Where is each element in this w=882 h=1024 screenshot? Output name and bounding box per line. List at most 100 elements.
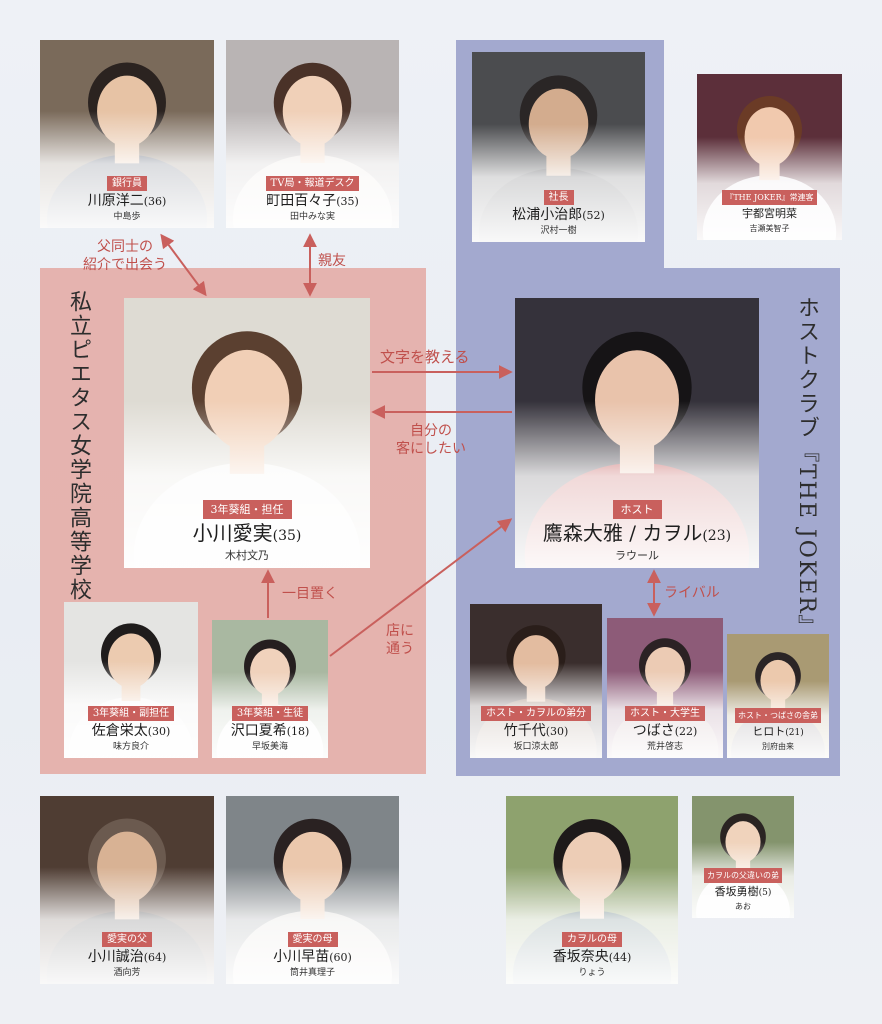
character-name: 竹千代 <box>503 723 546 739</box>
character-role-badge: 3年葵組・生徒 <box>231 706 309 721</box>
card-kawahara: 銀行員川原洋二(36)中島歩 <box>40 40 214 228</box>
character-role-badge: TV局・報道デスク <box>265 176 360 191</box>
caption-fade <box>506 867 678 984</box>
label-close-friend: 親友 <box>318 253 346 269</box>
character-age: (36) <box>143 195 167 208</box>
character-age: (18) <box>286 725 310 738</box>
character-age: (5) <box>758 888 772 898</box>
character-caption: ホスト・つばさの舎弟ヒロト(21)別府由来 <box>727 703 829 753</box>
character-role-badge: 3年葵組・担任 <box>202 500 292 519</box>
actor-name: 中島歩 <box>113 212 141 222</box>
character-caption: ホスト・大学生つばさ(22) 荒井啓志 <box>607 701 723 753</box>
character-role-badge: ホスト・大学生 <box>625 706 705 721</box>
character-name-line: 鷹森大雅 / カヲル(23) <box>515 520 759 549</box>
actor-name: 別府由来 <box>762 742 794 751</box>
actor-name: 味方良介 <box>112 742 149 752</box>
actor-name: 坂口涼太郎 <box>513 742 559 752</box>
character-name-line: 小川愛実(35) <box>124 520 370 549</box>
character-caption: ホスト鷹森大雅 / カヲル(23)ラウール <box>515 498 759 563</box>
card-hiroto: ホスト・つばさの舎弟ヒロト(21)別府由来 <box>727 634 829 758</box>
school-group-title: 私立ピエタス女学院高等学校 <box>66 290 91 602</box>
character-caption: カヲルの母香坂奈央(44)りょう <box>506 927 678 979</box>
card-tsubasa: ホスト・大学生つばさ(22) 荒井啓志 <box>607 618 723 758</box>
card-sakura: 3年葵組・副担任佐倉栄太(30)味方良介 <box>64 602 198 758</box>
character-age: (60) <box>329 951 352 964</box>
card-kosaka-nao: カヲルの母香坂奈央(44)りょう <box>506 796 678 984</box>
label-rival: ライバル <box>664 585 720 601</box>
character-name-line: 川原洋二(36) <box>40 192 214 211</box>
character-name-line: 香坂勇樹(5) <box>692 884 794 901</box>
character-caption: TV局・報道デスク町田百々子(35)田中みな実 <box>226 171 399 223</box>
actor-name: 木村文乃 <box>225 549 269 562</box>
character-name: ヒロト <box>752 725 786 738</box>
label-teach-letters: 文字を教える <box>380 348 470 366</box>
actor-name: 早坂美海 <box>251 742 288 752</box>
label-visit-shop-line2: 通う <box>386 641 414 657</box>
character-caption: 3年葵組・生徒沢口夏希(18)早坂美海 <box>212 701 328 753</box>
label-father-intro-line2: 紹介で出会う <box>83 257 167 273</box>
character-name-line: 竹千代(30) <box>470 722 602 741</box>
character-role-badge: 愛実の父 <box>102 932 152 947</box>
character-name: 宇都宮明菜 <box>742 207 797 220</box>
character-role-badge: 『THE JOKER』常連客 <box>722 190 817 205</box>
card-machida: TV局・報道デスク町田百々子(35)田中みな実 <box>226 40 399 228</box>
actor-name: 筒井真理子 <box>289 968 335 978</box>
label-visit-shop-line1: 店に <box>386 623 414 639</box>
character-age: (30) <box>147 725 171 738</box>
character-name: 香坂奈央 <box>552 949 609 965</box>
character-name: 町田百々子 <box>266 193 337 209</box>
character-name: 小川誠治 <box>87 949 144 965</box>
character-name: 鷹森大雅 / カヲル <box>542 521 703 545</box>
actor-name: 酒向芳 <box>113 968 141 978</box>
character-age: (35) <box>336 195 359 208</box>
club-group-title: ホストクラブ『THE JOKER』 <box>794 296 819 639</box>
card-takamori: ホスト鷹森大雅 / カヲル(23)ラウール <box>515 298 759 568</box>
character-age: (35) <box>272 528 302 544</box>
card-ogawa-seiji: 愛実の父小川誠治(64)酒向芳 <box>40 796 214 984</box>
character-name-line: 小川誠治(64) <box>40 948 214 967</box>
character-caption: 愛実の父小川誠治(64)酒向芳 <box>40 927 214 979</box>
character-name: 川原洋二 <box>87 193 144 209</box>
character-name: つばさ <box>632 723 675 739</box>
label-admire: 一目置く <box>282 586 338 602</box>
actor-name: りょう <box>578 968 606 978</box>
character-name-line: 宇都宮明菜 <box>697 206 842 223</box>
character-caption: 社長松浦小治郎(52)沢村一樹 <box>472 185 645 237</box>
character-caption: カヲルの父違いの弟香坂勇樹(5)あお <box>692 863 794 913</box>
caption-fade <box>226 867 399 984</box>
character-caption: 『THE JOKER』常連客宇都宮明菜吉瀬美智子 <box>697 185 842 235</box>
label-make-customer-line2: 客にしたい <box>396 441 466 457</box>
label-father-intro-line1: 父同士の <box>97 239 153 255</box>
label-make-customer-line1: 自分の <box>410 423 452 439</box>
character-name: 佐倉栄太 <box>91 723 148 739</box>
character-role-badge: ホスト・つばさの舎弟 <box>735 708 821 723</box>
character-name-line: 佐倉栄太(30) <box>64 722 198 741</box>
character-age: (44) <box>608 951 632 964</box>
character-name: 香坂勇樹 <box>714 885 759 898</box>
character-role-badge: ホスト・カヲルの弟分 <box>481 706 591 721</box>
character-age: (22) <box>674 725 698 738</box>
actor-name: 荒井啓志 <box>646 742 683 752</box>
card-utsunomiya: 『THE JOKER』常連客宇都宮明菜吉瀬美智子 <box>697 74 842 240</box>
character-name-line: ヒロト(21) <box>727 724 829 741</box>
actor-name: 沢村一樹 <box>540 226 577 236</box>
character-name: 小川早苗 <box>273 949 330 965</box>
actor-name: 吉瀬美智子 <box>749 224 790 233</box>
label-father-intro: 父同士の 紹介で出会う <box>83 238 167 274</box>
caption-fade <box>40 867 214 984</box>
card-ogawa-aimi: 3年葵組・担任小川愛実(35)木村文乃 <box>124 298 370 568</box>
character-caption: 3年葵組・副担任佐倉栄太(30)味方良介 <box>64 701 198 753</box>
caption-fade <box>226 111 399 228</box>
actor-name: 田中みな実 <box>289 212 335 222</box>
caption-fade <box>40 111 214 228</box>
caption-fade <box>697 137 842 240</box>
character-role-badge: 愛実の母 <box>287 932 338 947</box>
character-name: 沢口夏希 <box>230 723 287 739</box>
card-takechiyo: ホスト・カヲルの弟分竹千代(30)坂口涼太郎 <box>470 604 602 758</box>
character-role-badge: ホスト <box>612 500 662 519</box>
character-role-badge: カヲルの母 <box>562 932 622 947</box>
character-name-line: 小川早苗(60) <box>226 948 399 967</box>
character-name-line: 沢口夏希(18) <box>212 722 328 741</box>
